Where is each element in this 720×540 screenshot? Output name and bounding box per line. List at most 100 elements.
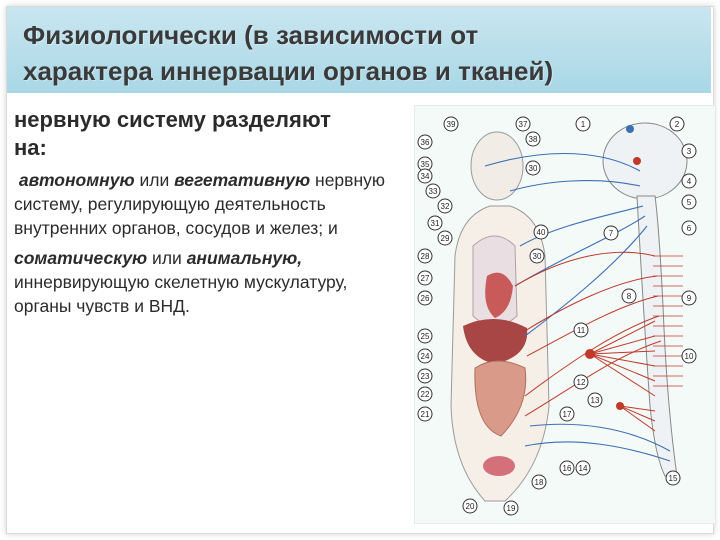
title-line-1: Физиологически (в зависимости от bbox=[23, 17, 713, 53]
svg-text:19: 19 bbox=[507, 504, 516, 513]
callout-26: 26 bbox=[418, 291, 432, 305]
brain-node-blue bbox=[626, 125, 634, 133]
p1-connector: или bbox=[135, 170, 175, 190]
svg-text:6: 6 bbox=[687, 224, 692, 233]
title-line-2: характера иннервации органов и тканей) bbox=[23, 53, 713, 89]
callout-20: 20 bbox=[463, 499, 477, 513]
svg-text:33: 33 bbox=[429, 187, 438, 196]
svg-text:17: 17 bbox=[563, 410, 572, 419]
callout-30a: 30 bbox=[526, 161, 540, 175]
callout-15: 15 bbox=[666, 471, 680, 485]
p2-connector: или bbox=[147, 248, 187, 268]
svg-text:37: 37 bbox=[519, 120, 528, 129]
callout-5: 5 bbox=[682, 195, 696, 209]
callout-24: 24 bbox=[418, 349, 432, 363]
svg-text:30: 30 bbox=[533, 252, 542, 261]
callout-40: 40 bbox=[534, 225, 548, 239]
callout-30b: 30 bbox=[530, 249, 544, 263]
ganglion-node bbox=[585, 349, 595, 359]
ganglion-node-2 bbox=[616, 402, 624, 410]
svg-text:5: 5 bbox=[687, 198, 692, 207]
svg-text:16: 16 bbox=[563, 464, 572, 473]
callout-3: 3 bbox=[682, 144, 696, 158]
svg-text:38: 38 bbox=[529, 135, 538, 144]
callout-6: 6 bbox=[682, 221, 696, 235]
callout-37: 37 bbox=[516, 117, 530, 131]
svg-text:13: 13 bbox=[591, 396, 600, 405]
callout-2: 2 bbox=[670, 117, 684, 131]
callout-39: 39 bbox=[444, 117, 458, 131]
callout-18: 18 bbox=[532, 475, 546, 489]
svg-text:28: 28 bbox=[421, 252, 430, 261]
svg-text:14: 14 bbox=[579, 464, 588, 473]
callout-14: 14 bbox=[576, 461, 590, 475]
svg-text:40: 40 bbox=[537, 228, 546, 237]
bladder bbox=[483, 456, 515, 476]
callout-29: 29 bbox=[438, 231, 452, 245]
callout-12: 12 bbox=[574, 375, 588, 389]
callout-8: 8 bbox=[622, 289, 636, 303]
callout-27: 27 bbox=[418, 271, 432, 285]
callout-7: 7 bbox=[604, 226, 618, 240]
svg-text:3: 3 bbox=[687, 147, 692, 156]
svg-text:12: 12 bbox=[577, 378, 586, 387]
svg-text:10: 10 bbox=[685, 352, 694, 361]
svg-text:29: 29 bbox=[441, 234, 450, 243]
lead-text: нервную систему разделяют на: bbox=[14, 106, 404, 162]
svg-text:1: 1 bbox=[581, 120, 586, 129]
svg-text:11: 11 bbox=[577, 326, 586, 335]
svg-text:35: 35 bbox=[421, 160, 430, 169]
term-autonomic: автономную bbox=[19, 170, 135, 190]
term-somatic: соматическую bbox=[14, 248, 147, 268]
svg-text:22: 22 bbox=[421, 390, 430, 399]
svg-text:31: 31 bbox=[431, 219, 440, 228]
svg-text:25: 25 bbox=[421, 332, 430, 341]
callout-21: 21 bbox=[418, 407, 432, 421]
svg-text:23: 23 bbox=[421, 372, 430, 381]
callout-11: 11 bbox=[574, 323, 588, 337]
callout-1: 1 bbox=[576, 117, 590, 131]
svg-text:9: 9 bbox=[687, 294, 692, 303]
callout-10: 10 bbox=[682, 349, 696, 363]
nervous-system-figure: 36 35 34 33 32 31 29 28 27 26 25 24 23 2… bbox=[414, 105, 716, 524]
p2-rest: иннервирующую скелетную мускулатуру, орг… bbox=[14, 272, 347, 316]
callout-32: 32 bbox=[438, 199, 452, 213]
callout-17: 17 bbox=[560, 407, 574, 421]
svg-text:36: 36 bbox=[421, 138, 430, 147]
brain-node-red bbox=[633, 157, 641, 165]
callout-4: 4 bbox=[682, 174, 696, 188]
callout-13: 13 bbox=[588, 393, 602, 407]
callout-33: 33 bbox=[426, 184, 440, 198]
callout-38: 38 bbox=[526, 132, 540, 146]
callout-31: 31 bbox=[428, 216, 442, 230]
svg-text:15: 15 bbox=[669, 474, 678, 483]
slide-title: Физиологически (в зависимости от характе… bbox=[23, 17, 713, 89]
svg-text:39: 39 bbox=[447, 120, 456, 129]
anatomy-illustration: 36 35 34 33 32 31 29 28 27 26 25 24 23 2… bbox=[415, 106, 715, 523]
svg-text:20: 20 bbox=[466, 502, 475, 511]
svg-text:18: 18 bbox=[535, 478, 544, 487]
term-vegetative: вегетативную bbox=[174, 170, 310, 190]
svg-text:26: 26 bbox=[421, 294, 430, 303]
svg-text:7: 7 bbox=[609, 229, 614, 238]
body-text: нервную систему разделяют на: автономную… bbox=[14, 106, 404, 324]
callout-28: 28 bbox=[418, 249, 432, 263]
paragraph-autonomic: автономную или вегетативную нервную сист… bbox=[14, 168, 404, 240]
callout-34: 34 bbox=[418, 169, 432, 183]
title-band: Физиологически (в зависимости от характе… bbox=[7, 7, 711, 93]
lead-line-2: на: bbox=[14, 135, 47, 160]
callout-36: 36 bbox=[418, 135, 432, 149]
callout-23: 23 bbox=[418, 369, 432, 383]
paragraph-somatic: соматическую или анимальную, иннервирующ… bbox=[14, 246, 404, 318]
svg-text:32: 32 bbox=[441, 202, 450, 211]
callout-9: 9 bbox=[682, 291, 696, 305]
lead-line-1: нервную систему разделяют bbox=[14, 107, 331, 132]
svg-text:4: 4 bbox=[687, 177, 692, 186]
callout-19: 19 bbox=[504, 501, 518, 515]
callout-25: 25 bbox=[418, 329, 432, 343]
svg-text:8: 8 bbox=[627, 292, 632, 301]
svg-text:30: 30 bbox=[529, 164, 538, 173]
callout-16: 16 bbox=[560, 461, 574, 475]
svg-text:24: 24 bbox=[421, 352, 430, 361]
callout-22: 22 bbox=[418, 387, 432, 401]
